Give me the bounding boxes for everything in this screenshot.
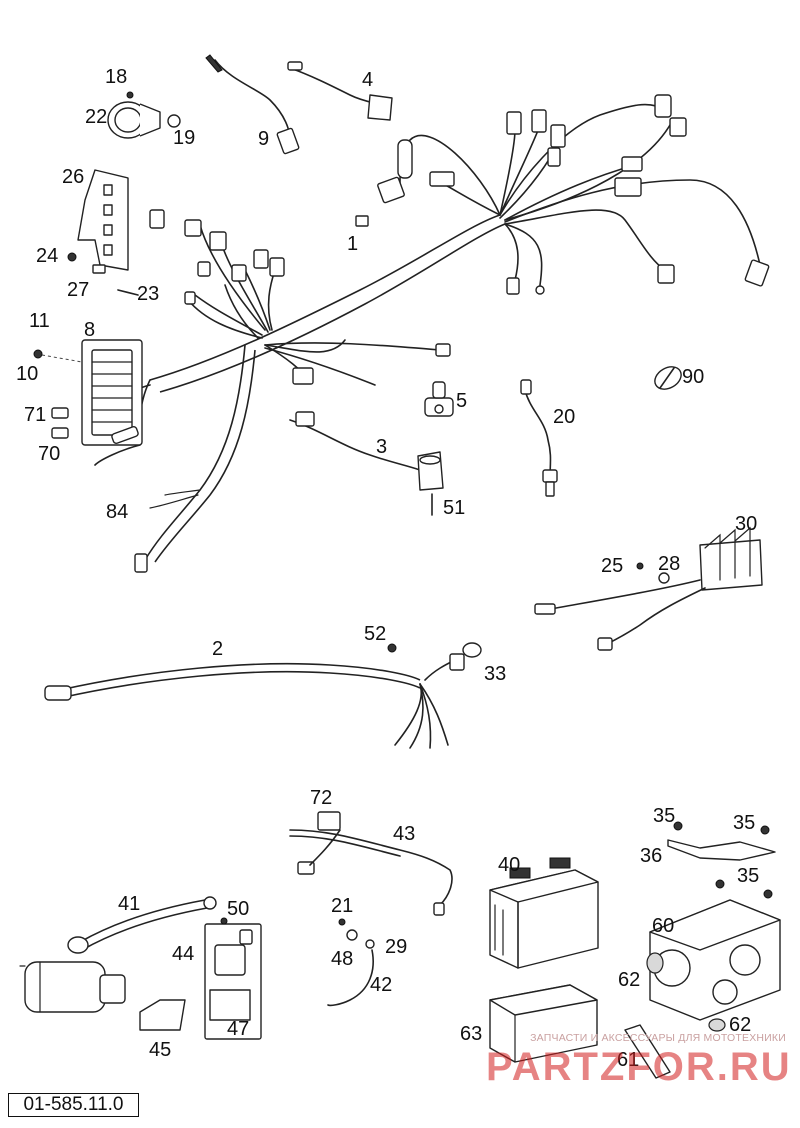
callout-26: 26 [62,166,84,188]
callout-23: 23 [137,283,159,305]
button-switch [424,381,454,417]
callout-35-top-right: 35 [733,812,755,834]
ground-cable [327,918,375,1007]
starter-cable [67,896,217,954]
callout-70: 70 [38,443,60,465]
callout-33: 33 [484,663,506,685]
callout-10: 10 [16,363,38,385]
callout-51: 51 [443,497,465,519]
rear-wiring-harness [44,642,482,749]
mounting-bracket [67,169,139,296]
fuse-box [33,339,143,446]
cable-tie [654,366,682,390]
switch-cable [287,61,393,121]
watermark-logo: PARTZFOR.RU [486,1045,792,1089]
callout-20: 20 [553,406,575,428]
callout-36: 36 [640,845,662,867]
callout-72: 72 [310,787,332,809]
indicator-lamp [107,91,181,139]
callout-3: 3 [376,436,387,458]
battery-strap [667,821,776,899]
callout-61: 61 [617,1049,639,1071]
starter-motor [19,961,126,1013]
callout-19: 19 [173,127,195,149]
callout-22: 22 [85,106,107,128]
battery-tray [489,984,598,1063]
temperature-sensor [520,379,558,497]
callout-71: 71 [24,404,46,426]
callout-30: 30 [735,513,757,535]
main-wiring-harness [94,103,761,563]
callout-11: 11 [29,310,50,332]
callout-45: 45 [149,1039,171,1061]
callout-48: 48 [331,948,353,970]
callout-42: 42 [370,974,392,996]
callout-62-right: 62 [729,1014,751,1036]
watermark: ЗАПЧАСТИ И АКСЕССУАРЫ ДЛЯ МОТОТЕХНИКИ PA… [486,1030,792,1090]
callout-5: 5 [456,390,467,412]
callout-35-top-left: 35 [653,805,675,827]
callout-21: 21 [331,895,353,917]
battery-holder [646,899,781,1032]
battery-cable [289,811,453,916]
watermark-tagline: ЗАПЧАСТИ И АКСЕССУАРЫ ДЛЯ МОТОТЕХНИКИ [530,1032,786,1044]
callout-24: 24 [36,245,58,267]
callout-1: 1 [347,233,358,255]
callout-60: 60 [652,915,674,937]
callout-63: 63 [460,1023,482,1045]
cover-bracket [139,999,186,1031]
battery [489,857,599,969]
callout-44: 44 [172,943,194,965]
callout-40: 40 [498,854,520,876]
callout-62-left: 62 [618,969,640,991]
callout-25: 25 [601,555,623,577]
rubber-strip [624,1024,671,1079]
relay-cable [289,411,444,516]
callout-8: 8 [84,319,95,341]
callout-84: 84 [106,501,128,523]
callout-50: 50 [227,898,249,920]
starter-relay-box [204,917,262,1040]
callout-labels: 1 2 3 4 5 8 9 10 11 18 19 20 21 22 23 24… [16,66,759,1071]
callout-35-middle: 35 [737,865,759,887]
callout-47: 47 [227,1018,249,1040]
callout-27: 27 [67,279,89,301]
callout-90: 90 [682,366,704,388]
callout-9: 9 [258,128,269,150]
callout-29: 29 [385,936,407,958]
callout-41: 41 [118,893,140,915]
callout-2: 2 [212,638,223,660]
callout-4: 4 [362,69,373,91]
callout-18: 18 [105,66,127,88]
drawing-reference-code: 01-585.11.0 [8,1093,139,1117]
harness-connectors [134,94,770,573]
callout-52: 52 [364,623,386,645]
callout-43: 43 [393,823,415,845]
callout-28: 28 [658,553,680,575]
sensor-cable [205,54,300,155]
voltage-regulator [534,526,763,651]
